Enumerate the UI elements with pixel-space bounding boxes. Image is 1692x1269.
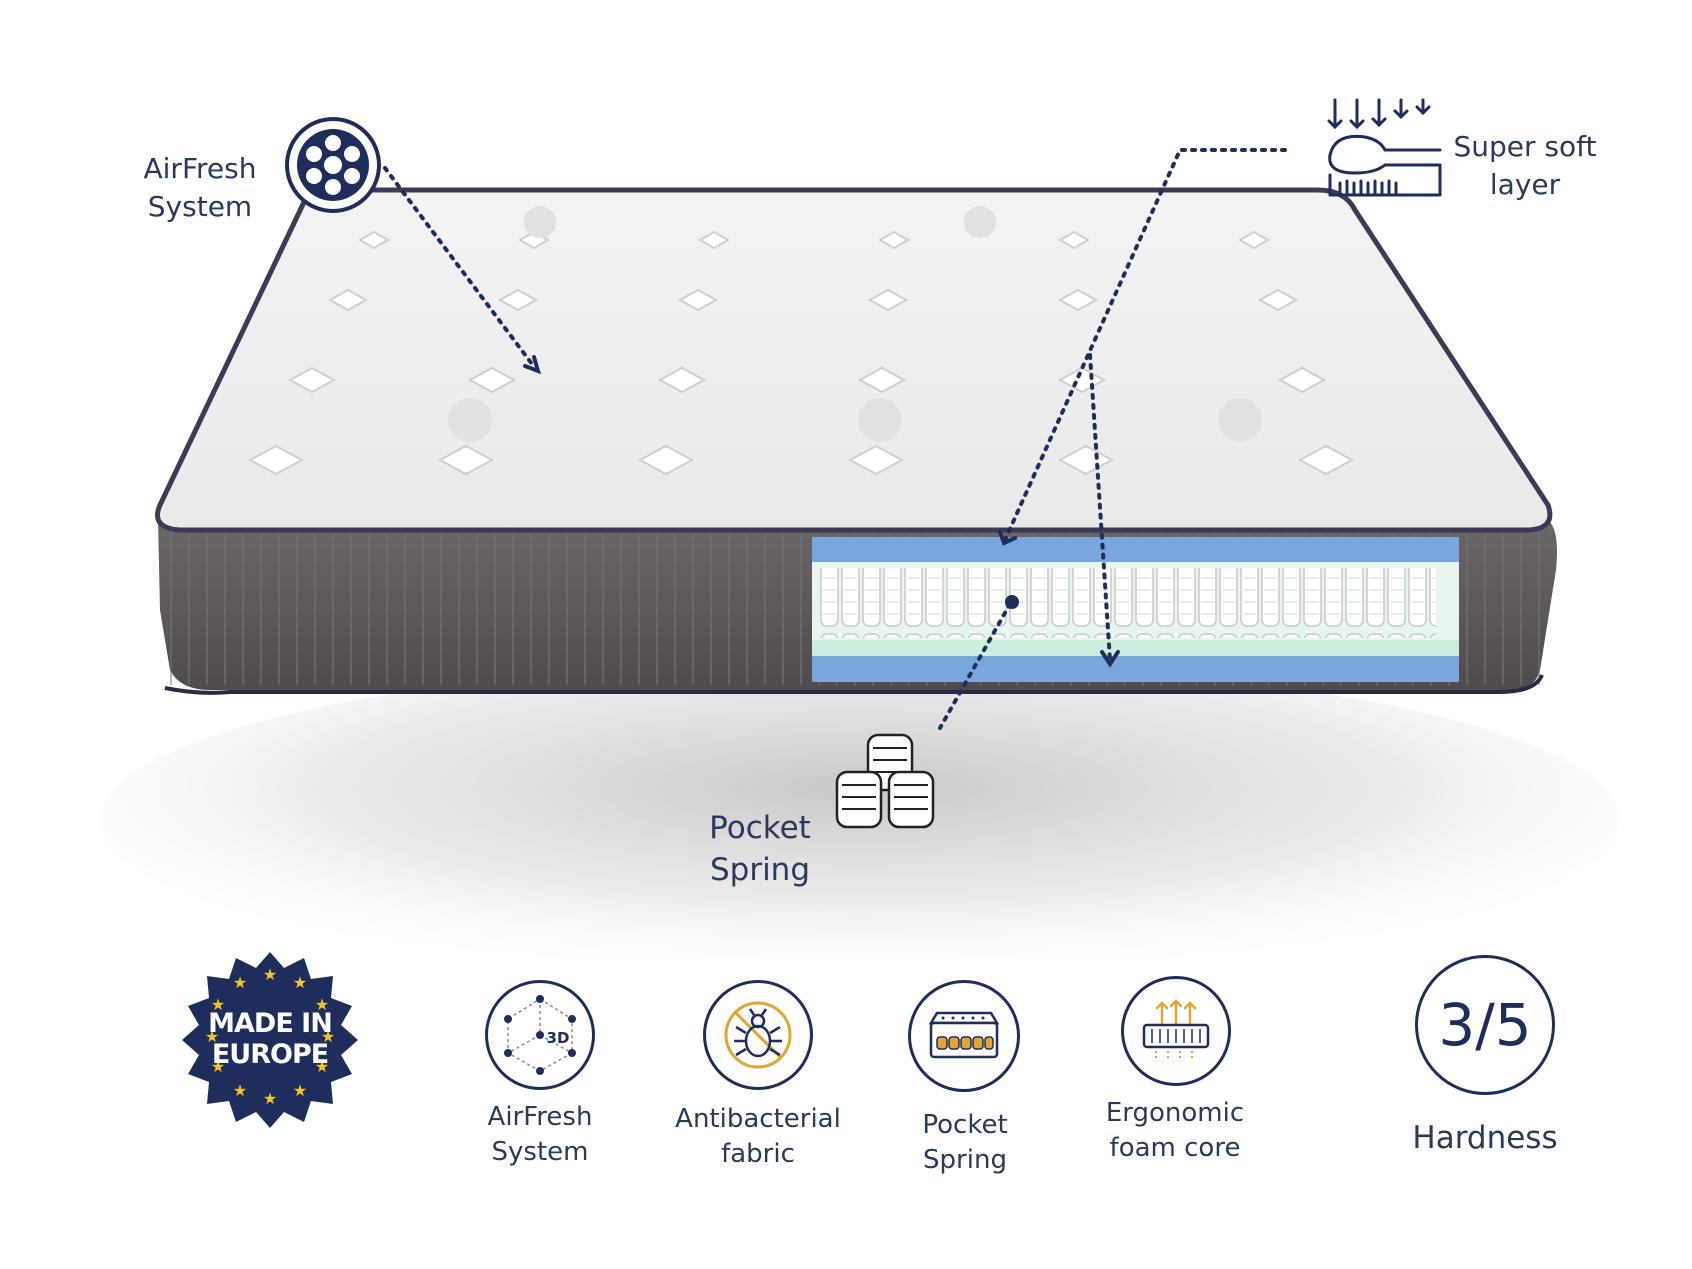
feature-pocket-spring-label: Pocket Spring [895, 1108, 1035, 1178]
badge-seal-icon: ★ ★ ★ ★ ★ ★ ★ ★ ★ ★ ★ ★ [182, 952, 358, 1128]
feature-airfresh-3d-text: 3D [547, 1029, 570, 1047]
callout-super-soft-line1: Super soft [1453, 130, 1597, 163]
svg-text:★: ★ [205, 1027, 219, 1046]
feature-pocket-spring-icon [908, 980, 1020, 1092]
pocket-springs-icon [835, 733, 935, 829]
feature-airfresh-line1: AirFresh [487, 1102, 593, 1132]
feature-airfresh-icon: 3D [485, 980, 595, 1090]
svg-text:★: ★ [233, 973, 247, 992]
feature-antibacterial-line1: Antibacterial [675, 1104, 841, 1134]
feature-airfresh-line2: System [491, 1137, 589, 1168]
feature-pocket-spring-line2: Spring [923, 1145, 1007, 1176]
feature-pocket-spring-line1: Pocket [922, 1110, 1008, 1140]
hardness-indicator: 3/5 [1415, 955, 1555, 1095]
callout-airfresh-label: AirFresh System [130, 150, 270, 226]
svg-text:★: ★ [233, 1081, 247, 1100]
hardness-label: Hardness [1412, 1120, 1558, 1156]
made-in-europe-badge: ★ ★ ★ ★ ★ ★ ★ ★ ★ ★ ★ ★ MADE IN EUROPE [170, 940, 370, 1140]
svg-text:★: ★ [315, 995, 329, 1014]
callout-pocket-spring-label: Pocket Spring [690, 808, 830, 892]
airfresh-dot-patches [448, 206, 1262, 442]
feature-antibacterial-icon [703, 980, 813, 1090]
callout-super-soft-line2: layer [1489, 167, 1561, 201]
feature-ergonomic-foam-line2: foam core [1109, 1133, 1241, 1164]
feature-antibacterial-line2: fabric [721, 1139, 795, 1170]
mattress-illustration [100, 148, 1620, 960]
svg-text:★: ★ [211, 1057, 225, 1076]
svg-text:★: ★ [263, 1089, 277, 1108]
feature-antibacterial-label: Antibacterial fabric [668, 1102, 848, 1172]
callout-airfresh-line1: AirFresh [143, 152, 257, 185]
svg-text:★: ★ [293, 1081, 307, 1100]
hardness-value: 3/5 [1438, 991, 1532, 1059]
badge-line2: EUROPE [211, 1039, 329, 1071]
badge-line1: MADE IN [208, 1008, 333, 1039]
feature-ergonomic-foam-label: Ergonomic foam core [1090, 1096, 1260, 1166]
svg-text:★: ★ [263, 965, 277, 984]
callout-pocket-spring-line2: Spring [709, 851, 811, 888]
feature-airfresh-label: AirFresh System [460, 1100, 620, 1170]
quilt-pattern [247, 230, 1355, 476]
feature-ergonomic-foam-line1: Ergonomic [1105, 1098, 1245, 1128]
svg-text:★: ★ [211, 995, 225, 1014]
svg-text:★: ★ [293, 973, 307, 992]
callout-super-soft-label: Super soft layer [1440, 128, 1610, 204]
svg-text:★: ★ [315, 1057, 329, 1076]
callout-lines [383, 148, 1287, 730]
airfresh-holes-icon [285, 117, 381, 213]
super-soft-layer-icon [1327, 98, 1442, 197]
callout-pocket-spring-line1: Pocket [709, 810, 811, 846]
callout-airfresh-line2: System [147, 189, 253, 223]
feature-ergonomic-foam-icon [1121, 976, 1231, 1086]
svg-text:★: ★ [321, 1027, 335, 1046]
cross-section [812, 537, 1459, 682]
